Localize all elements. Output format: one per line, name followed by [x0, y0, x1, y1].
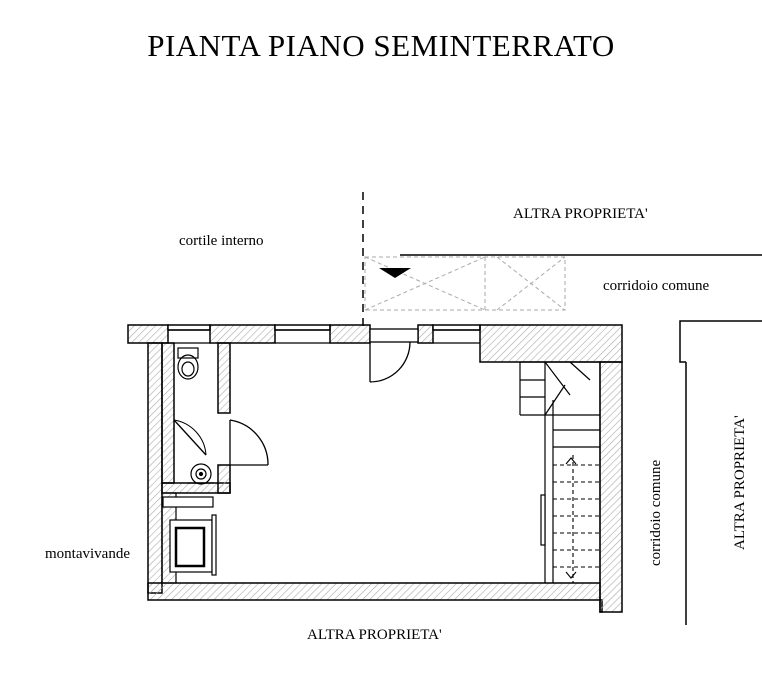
- label-altra-proprieta-right: ALTRA PROPRIETA': [732, 415, 748, 550]
- entrance-arrow-icon: [379, 268, 411, 278]
- toilet-icon: [177, 347, 199, 380]
- label-altra-proprieta-bottom: ALTRA PROPRIETA': [307, 627, 442, 643]
- staircase: [519, 361, 601, 583]
- label-corridoio-comune-top: corridoio comune: [603, 278, 710, 294]
- dumbwaiter-icon: [161, 492, 217, 584]
- label-altra-proprieta-top: ALTRA PROPRIETA': [513, 206, 648, 222]
- label-montavivande: montavivande: [45, 546, 130, 562]
- landing-area: [364, 256, 566, 311]
- corridor-wall-right: [679, 320, 762, 625]
- bathroom-door: [173, 419, 269, 466]
- page-title: PIANTA PIANO SEMINTERRATO: [147, 28, 615, 63]
- stair-direction-arrow-icon: [565, 457, 577, 579]
- bathroom-walls: [161, 342, 231, 494]
- window-frames: [168, 329, 480, 344]
- stair-rail: [540, 494, 546, 546]
- label-cortile-interno: cortile interno: [179, 233, 264, 249]
- label-corridoio-comune-side: corridoio comune: [648, 459, 664, 566]
- entry-door: [369, 328, 419, 383]
- staircase-lower-dashed: [553, 455, 600, 583]
- sink-icon: [188, 463, 214, 485]
